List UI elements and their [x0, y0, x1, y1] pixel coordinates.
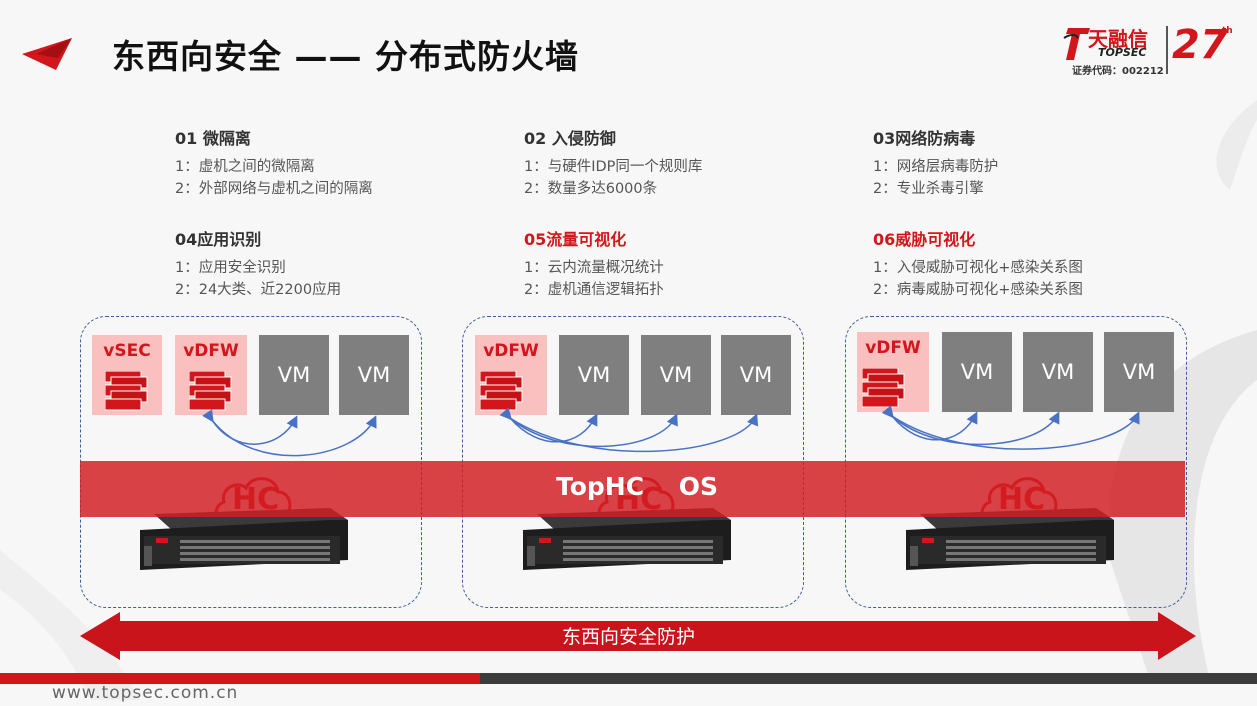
security-box-label: vDFW — [865, 338, 921, 358]
feature-06: 06威胁可视化 1：入侵威胁可视化+感染关系图 2：病毒威胁可视化+感染关系图 — [873, 226, 1083, 301]
footer-bar-dark — [480, 673, 1257, 684]
vm-box[interactable]: VM — [559, 335, 629, 415]
vdfw-box[interactable]: vDFW — [475, 335, 547, 415]
vsec-box[interactable]: vSEC — [92, 335, 162, 415]
server-icon — [523, 508, 731, 570]
feature-line: 2：虚机通信逻辑拓扑 — [524, 282, 664, 298]
vm-box[interactable]: VM — [1023, 332, 1093, 412]
feature-title: 03网络防病毒 — [873, 129, 976, 148]
stock-code: 证券代码：002212 — [1072, 66, 1164, 77]
security-box-label: vDFW — [183, 341, 239, 361]
logo-cn: 天融信 — [1088, 27, 1148, 51]
server-icon — [906, 508, 1114, 570]
footer-url: www.topsec.com.cn — [52, 683, 239, 703]
feature-title: 06威胁可视化 — [873, 230, 976, 249]
feature-line: 1：应用安全识别 — [175, 260, 286, 276]
footer-bar-red — [0, 673, 480, 684]
topsec-logo-icon — [1063, 28, 1090, 60]
feature-line: 2：病毒威胁可视化+感染关系图 — [873, 282, 1083, 298]
feature-05: 05流量可视化 1：云内流量概况统计 2：虚机通信逻辑拓扑 — [524, 226, 664, 301]
vm-box[interactable]: VM — [259, 335, 329, 415]
server-icon — [140, 508, 348, 570]
os-band — [80, 461, 1185, 517]
anniversary-suffix: th — [1222, 26, 1233, 36]
feature-line: 1：与硬件IDP同一个规则库 — [524, 159, 703, 175]
feature-line: 2：数量多达6000条 — [524, 181, 658, 197]
feature-01: 01 微隔离 1：虚机之间的微隔离 2：外部网络与虚机之间的隔离 — [175, 125, 373, 200]
security-box-label: vDFW — [483, 341, 539, 361]
feature-line: 2：专业杀毒引擎 — [873, 181, 984, 197]
vm-box[interactable]: VM — [641, 335, 711, 415]
os-label: TopHC OS — [556, 472, 719, 501]
anniversary-number: 27 — [1172, 22, 1228, 68]
vdfw-box[interactable]: vDFW — [857, 332, 929, 412]
feature-03: 03网络防病毒 1：网络层病毒防护 2：专业杀毒引擎 — [873, 125, 998, 200]
logo-divider — [1166, 26, 1168, 74]
feature-line: 2：外部网络与虚机之间的隔离 — [175, 181, 373, 197]
feature-title: 05流量可视化 — [524, 230, 627, 249]
vm-box[interactable]: VM — [1104, 332, 1174, 412]
feature-04: 04应用识别 1：应用安全识别 2：24大类、近2200应用 — [175, 226, 341, 301]
vdfw-box[interactable]: vDFW — [175, 335, 247, 415]
brand-logo: 天融信 TOPSEC 证券代码：002212 27 th — [1062, 22, 1242, 80]
arrow-label: 东西向安全防护 — [561, 626, 695, 648]
vm-box[interactable]: VM — [721, 335, 791, 415]
feature-line: 1：入侵威胁可视化+感染关系图 — [873, 260, 1083, 276]
feature-line: 1：网络层病毒防护 — [873, 159, 999, 175]
feature-line: 2：24大类、近2200应用 — [175, 282, 342, 298]
vm-box[interactable]: VM — [339, 335, 409, 415]
security-box-label: vSEC — [103, 341, 151, 361]
title-arrow-icon — [22, 38, 72, 70]
feature-title: 01 微隔离 — [175, 129, 251, 148]
feature-line: 1：虚机之间的微隔离 — [175, 159, 315, 175]
double-arrow-icon — [80, 612, 1196, 660]
feature-02: 02 入侵防御 1：与硬件IDP同一个规则库 2：数量多达6000条 — [524, 125, 702, 200]
vm-box[interactable]: VM — [942, 332, 1012, 412]
logo-en: TOPSEC — [1098, 46, 1147, 59]
feature-title: 02 入侵防御 — [524, 129, 616, 148]
feature-title: 04应用识别 — [175, 230, 262, 249]
feature-line: 1：云内流量概况统计 — [524, 260, 664, 276]
page-title: 东西向安全 —— 分布式防火墙 — [112, 37, 579, 76]
